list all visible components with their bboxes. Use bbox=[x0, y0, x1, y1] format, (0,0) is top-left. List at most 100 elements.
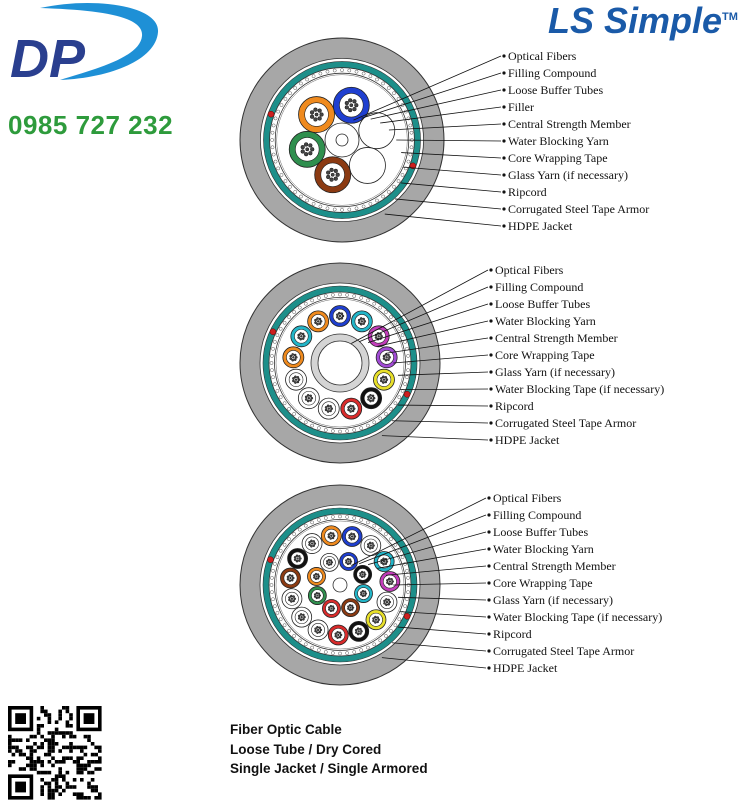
optical-fiber bbox=[297, 336, 301, 339]
component-label: HDPE Jacket bbox=[493, 661, 558, 675]
glass-yarn bbox=[359, 296, 364, 300]
glass-yarn bbox=[389, 315, 393, 320]
qr-module bbox=[90, 788, 95, 793]
optical-fiber bbox=[382, 562, 385, 566]
optical-fiber bbox=[385, 378, 389, 381]
label-bullet bbox=[502, 122, 506, 126]
glass-yarn bbox=[368, 201, 373, 206]
glass-yarn bbox=[330, 429, 335, 433]
optical-fiber bbox=[380, 377, 383, 380]
ls-logo-tm: TM bbox=[722, 11, 738, 23]
qr-module bbox=[80, 796, 84, 800]
optical-fiber bbox=[313, 117, 318, 122]
qr-module bbox=[47, 742, 52, 746]
glass-yarn bbox=[332, 207, 337, 212]
qr-module bbox=[69, 734, 73, 739]
optical-fiber bbox=[306, 399, 310, 403]
label-bullet bbox=[489, 302, 493, 306]
glass-yarn bbox=[386, 86, 391, 90]
glass-yarn bbox=[318, 204, 323, 209]
glass-yarn bbox=[270, 575, 274, 580]
qr-module bbox=[36, 724, 41, 728]
qr-module bbox=[80, 792, 84, 796]
glass-yarn bbox=[292, 310, 297, 314]
glass-yarn bbox=[310, 298, 314, 303]
optical-fiber bbox=[352, 533, 356, 536]
optical-fiber bbox=[316, 577, 320, 580]
glass-yarn bbox=[273, 159, 278, 164]
optical-fiber bbox=[385, 560, 389, 563]
glass-yarn bbox=[354, 206, 359, 211]
leader-line bbox=[385, 565, 487, 576]
glass-yarn bbox=[338, 429, 342, 434]
caption-line-2: Loose Tube / Dry Cored bbox=[230, 741, 382, 757]
glass-yarn bbox=[316, 426, 321, 430]
optical-fiber bbox=[316, 631, 319, 634]
caption-line-3: Single Jacket / Single Armored bbox=[230, 761, 428, 776]
optical-fiber bbox=[385, 598, 388, 601]
optical-fiber bbox=[371, 546, 374, 550]
qr-module bbox=[40, 763, 44, 768]
optical-fiber bbox=[362, 592, 365, 595]
optical-fiber bbox=[339, 633, 343, 637]
optical-fiber bbox=[296, 376, 300, 379]
glass-yarn bbox=[381, 194, 385, 199]
qr-module bbox=[62, 734, 66, 739]
leader-line bbox=[377, 548, 487, 569]
optical-fiber bbox=[374, 336, 378, 339]
glass-yarn bbox=[271, 597, 275, 602]
optical-fiber bbox=[363, 590, 367, 593]
component-label: Water Blocking Yarn bbox=[495, 314, 596, 328]
qr-module bbox=[33, 760, 37, 764]
component-label: Optical Fibers bbox=[508, 49, 577, 63]
optical-fiber bbox=[338, 314, 342, 318]
glass-yarn bbox=[323, 428, 328, 432]
glass-yarn bbox=[282, 320, 287, 325]
qr-module bbox=[98, 796, 102, 800]
label-bullet bbox=[489, 268, 493, 272]
optical-fiber bbox=[286, 575, 290, 579]
glass-yarn bbox=[405, 375, 409, 380]
qr-module bbox=[83, 734, 88, 739]
qr-module bbox=[40, 745, 44, 750]
qr-module bbox=[15, 738, 19, 742]
component-label: Central Strength Member bbox=[508, 117, 631, 131]
optical-fiber bbox=[369, 394, 372, 397]
label-bullet bbox=[489, 387, 493, 391]
glass-yarn bbox=[406, 159, 411, 164]
ls-logo-text: LS Simple bbox=[548, 0, 723, 41]
glass-yarn bbox=[400, 555, 405, 559]
optical-fiber bbox=[350, 604, 354, 607]
optical-fiber bbox=[349, 606, 352, 609]
optical-fiber bbox=[356, 632, 360, 636]
qr-module bbox=[72, 792, 77, 796]
ripcord bbox=[403, 613, 411, 620]
component-label: Core Wrapping Tape bbox=[508, 151, 608, 165]
optical-fiber bbox=[290, 574, 294, 578]
optical-fiber bbox=[292, 379, 295, 383]
qr-module bbox=[65, 724, 70, 728]
optical-fiber bbox=[357, 321, 361, 324]
optical-fiber bbox=[304, 395, 308, 399]
qr-module bbox=[29, 760, 34, 764]
optical-fiber bbox=[349, 560, 353, 563]
glass-yarn bbox=[271, 152, 276, 157]
glass-yarn bbox=[366, 520, 370, 525]
optical-fiber bbox=[377, 618, 380, 621]
optical-fiber bbox=[293, 353, 297, 357]
optical-fiber bbox=[308, 541, 311, 544]
qr-module bbox=[51, 788, 55, 793]
glass-yarn bbox=[381, 81, 385, 86]
optical-fiber bbox=[369, 399, 372, 403]
component-label: Glass Yarn (if necessary) bbox=[493, 593, 613, 607]
optical-fiber bbox=[302, 618, 305, 621]
glass-yarn bbox=[375, 198, 379, 203]
optical-fiber bbox=[361, 573, 364, 576]
qr-module bbox=[87, 738, 91, 742]
glass-yarn bbox=[406, 368, 410, 373]
optical-fiber bbox=[326, 560, 329, 563]
qr-module bbox=[90, 760, 95, 764]
qr-module bbox=[47, 731, 52, 735]
qr-module bbox=[47, 788, 52, 793]
